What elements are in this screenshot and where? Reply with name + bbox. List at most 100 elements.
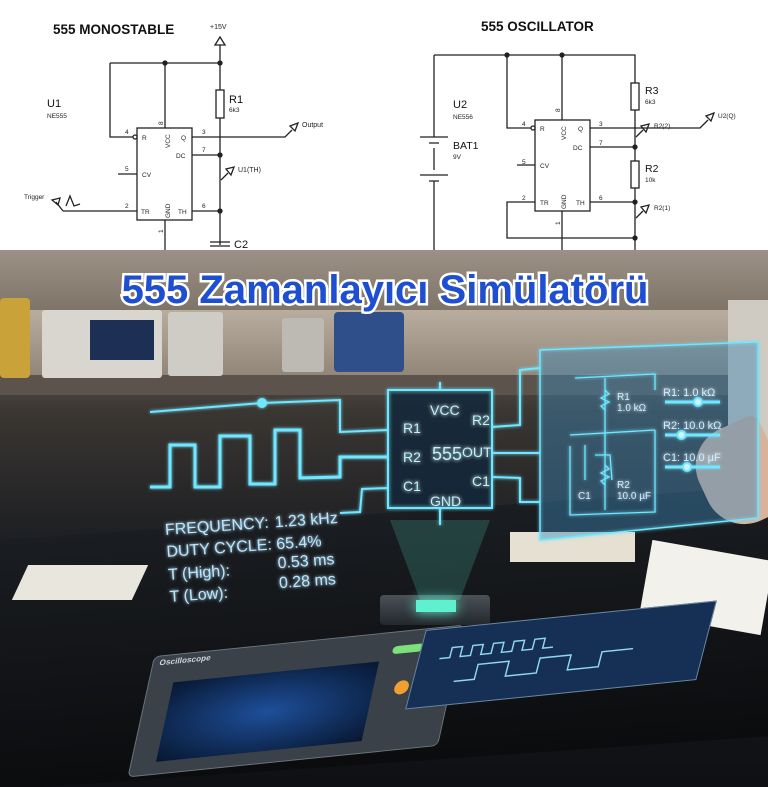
resistor-r3 [630,82,640,111]
signal-line [149,398,389,434]
resistor-r2 [630,160,640,189]
title-banner: 555 Zamanlayıcı Simülatörü [119,266,651,315]
hologram: VCC GND 555 R1 R2 C1 R2 OUT C1 FREQUENCY… [149,341,759,606]
pin-number: 3 [599,121,603,128]
tablet-waveform [439,637,634,683]
chip-right-pin: R2 [472,412,490,428]
pin-number: 2 [125,203,129,210]
output-wire [192,121,300,138]
pin-th: TH [576,200,585,207]
r2-value: 10k [645,177,656,184]
waveform-trace [453,647,634,683]
pin-r: R [142,135,147,142]
oscillator-schematic: 555 OSCILLATOR BAT1 9V U2 NE556 R Q DC C… [420,19,736,250]
panel-c1-label: C1 [578,491,591,502]
u1-ref: U1 [47,98,61,110]
u2q-label: U2(Q) [718,113,736,120]
slider-knob[interactable] [693,397,703,407]
tablet-orange-button[interactable] [392,679,411,696]
monostable-wires [118,154,220,212]
trigger-wire [50,194,137,212]
projection-beam [390,520,490,600]
r1-value: 6k3 [229,107,240,114]
multimeter-left [0,298,30,378]
tablet-screen [155,661,380,762]
slider-r1-label: R1: 1.0 kΩ [663,387,715,399]
panel-r1-label: R1 [617,392,630,403]
waveform-trace [439,637,554,660]
hologram-chip [387,389,493,509]
monostable-title: 555 MONOSTABLE [53,22,174,37]
pin-number: 8 [158,121,165,125]
slider-knob[interactable] [682,462,692,472]
stat-tlow-label: T (Low): [169,585,228,606]
u2-part: NE556 [453,114,473,121]
pin-number: 7 [599,140,603,147]
chip-left-pin: R1 [403,420,421,436]
pin-number: 6 [599,195,603,202]
pin-number: 2 [522,195,526,202]
c1-wire [339,487,389,514]
r3-value: 6k3 [645,99,656,106]
probe-r2-1-label: R2(1) [654,205,670,212]
stat-duty-value: 65.4% [276,533,322,553]
schematic-drawing: 555 MONOSTABLE +15V R1 6k3 U1 NE555 R Q … [24,19,736,251]
pin-number: 5 [522,159,526,166]
r1-ref: R1 [229,94,243,106]
oscilloscope-device [42,310,162,378]
pin-number: 1 [555,221,562,225]
junction [559,52,565,58]
chip-name: 555 [432,444,462,464]
panel-r2-value: 10.0 µF [617,491,651,502]
slider-knob[interactable] [676,430,687,440]
sliders [665,397,720,472]
pin-tr: TR [141,209,150,216]
trigger-label: Trigger [24,194,45,201]
function-generator [168,312,223,376]
pin-number: 4 [522,121,526,128]
oscillator-title: 555 OSCILLATOR [481,19,594,34]
slider-r2-label: R2: 10.0 kΩ [663,420,721,432]
pin-number: 1 [158,229,165,233]
pin-vcc: VCC [165,134,172,148]
junction [162,60,168,66]
chip-out-wires [491,367,541,503]
probe-th-label: U1(TH) [238,167,261,174]
lab-scene: 555 Zamanlayıcı Simülatörü VCC GND 555 R… [0,250,768,787]
panel-circuit [569,373,656,516]
reset-bubble [132,134,138,140]
waveform-tablet[interactable] [405,600,717,710]
pin-number: 6 [202,203,206,210]
output-label: Output [302,122,323,129]
bat1-ref: BAT1 [453,140,479,152]
u2-ref: U2 [453,99,467,111]
pin-dc: DC [176,153,186,160]
probe-r2-1 [635,204,651,219]
projector-base [380,595,490,625]
oscillator-wires [433,54,636,250]
chip-left-pin: C1 [403,478,421,494]
pin-cv: CV [540,163,550,170]
blue-instrument [334,312,404,372]
pin-q: Q [578,126,583,133]
probe-th [220,166,236,181]
pin-cv: CV [142,172,152,179]
signal-node [257,398,267,408]
schematics-area: 555 MONOSTABLE +15V R1 6k3 U1 NE555 R Q … [0,0,768,251]
monostable-schematic: 555 MONOSTABLE +15V R1 6k3 U1 NE555 R Q … [24,22,323,251]
pin-q: Q [181,135,186,142]
c2-ref: C2 [234,239,248,250]
panel-resistors [599,389,611,486]
junction [217,60,223,66]
monostable-wires [109,62,220,138]
reset-bubble [530,125,536,131]
chip-left-pin: R2 [403,449,421,465]
chip-u1 [136,127,193,221]
tablet-title: Oscilloscope [158,653,212,668]
stat-frequency-value: 1.23 kHz [274,510,338,531]
capacitor-c2 [164,220,230,250]
pin-r: R [540,126,545,133]
probe-r2-2-label: R2(2) [654,123,670,130]
pin-number: 5 [125,166,129,173]
supply-wire [213,35,227,245]
